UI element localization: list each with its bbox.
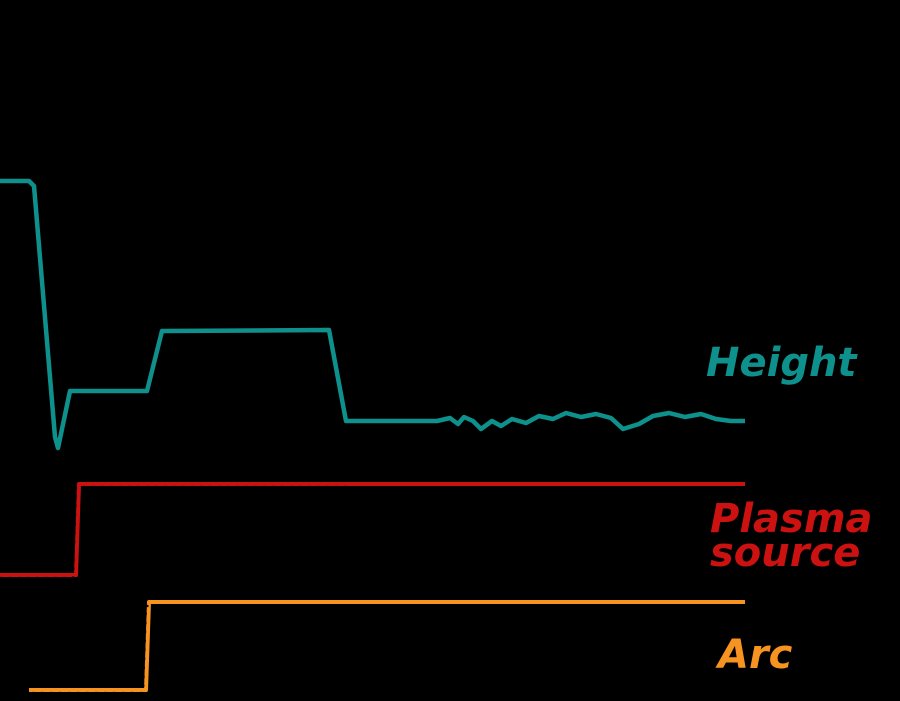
series-label-plasma-source: Plasma source (710, 496, 873, 576)
height-line (0, 178, 745, 451)
plasma-source-line (0, 482, 745, 577)
series-label-plasma-line2: source (710, 530, 861, 576)
arc-setpoint-dashed-line (32, 604, 658, 695)
series-label-plasma-line1: Plasma (710, 496, 873, 542)
height-setpoint-dashed-line (5, 183, 11, 217)
series-label-height: Height (706, 340, 857, 386)
plasma-source-setpoint-dashed-line (0, 485, 348, 580)
series-label-arc: Arc (718, 632, 793, 678)
arc-line (29, 600, 745, 692)
